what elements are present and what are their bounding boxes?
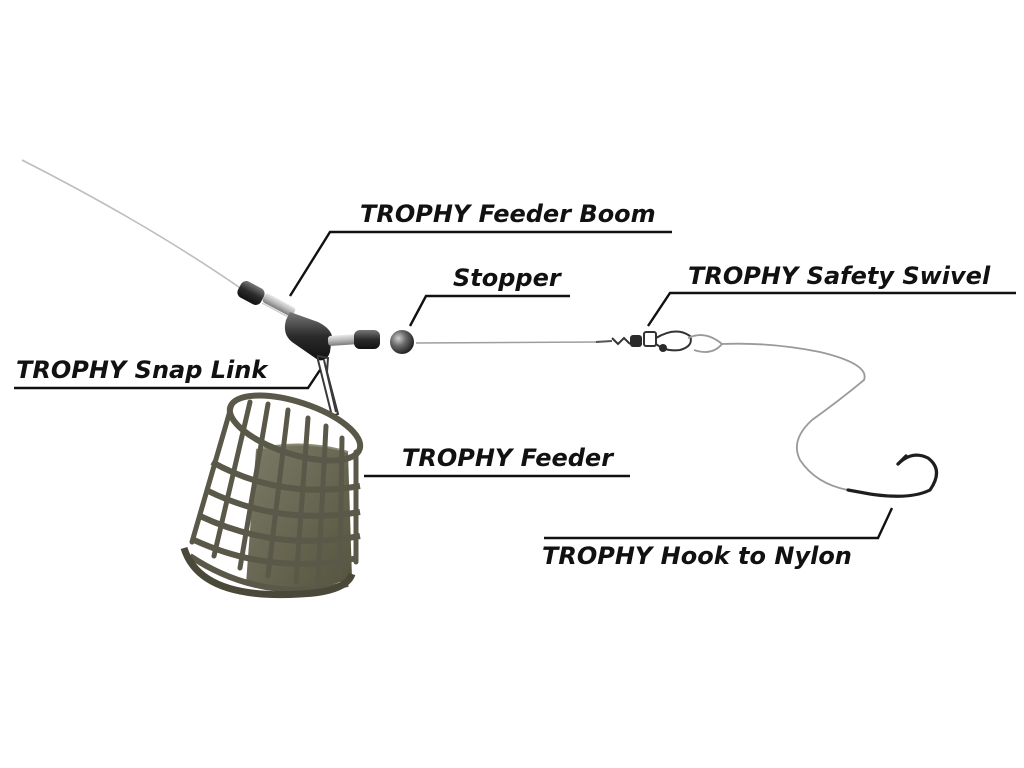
label-feeder: TROPHY Feeder — [402, 444, 615, 472]
label-safety-swivel: TROPHY Safety Swivel — [688, 262, 991, 290]
stopper-bead-icon — [390, 330, 414, 354]
label-hook: TROPHY Hook to Nylon — [542, 542, 852, 570]
label-snap-link: TROPHY Snap Link — [16, 356, 269, 384]
leader-lines — [14, 230, 1016, 540]
main-line — [21, 159, 601, 346]
safety-swivel-icon — [595, 330, 692, 352]
label-stopper: Stopper — [453, 264, 563, 292]
feeder-boom-icon — [237, 281, 380, 361]
feeder-cage-icon — [180, 392, 364, 599]
hook-link-line — [687, 334, 866, 491]
fish-hook-icon — [846, 453, 939, 498]
label-feeder-boom: TROPHY Feeder Boom — [360, 200, 656, 228]
